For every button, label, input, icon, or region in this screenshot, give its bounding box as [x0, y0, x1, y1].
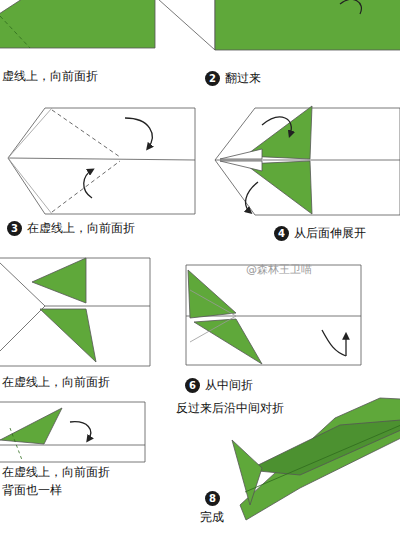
step-caption: 背面也一样: [2, 482, 62, 498]
watermark: @森林王卫喵: [246, 262, 312, 278]
step-caption: 在虚线上，向前面折: [27, 220, 135, 236]
callout-number: 8: [205, 491, 220, 506]
step-caption: 从中间折: [205, 377, 253, 393]
callout-number: 3: [7, 221, 22, 236]
callout-number: 6: [185, 378, 200, 393]
step-caption: 完成: [200, 509, 224, 525]
callout-number: 2: [205, 71, 220, 86]
step-caption: 虚线上，向前面折: [2, 68, 98, 84]
step-caption: 从后面伸展开: [294, 225, 366, 241]
callout-number: 4: [274, 226, 289, 241]
step-caption: 在虚线上，向前面折: [2, 464, 110, 480]
step-caption: 反过来后沿中间对折: [176, 400, 284, 416]
step-caption: 翻过来: [225, 70, 261, 86]
step-caption: 在虚线上，向前面折: [2, 374, 110, 390]
